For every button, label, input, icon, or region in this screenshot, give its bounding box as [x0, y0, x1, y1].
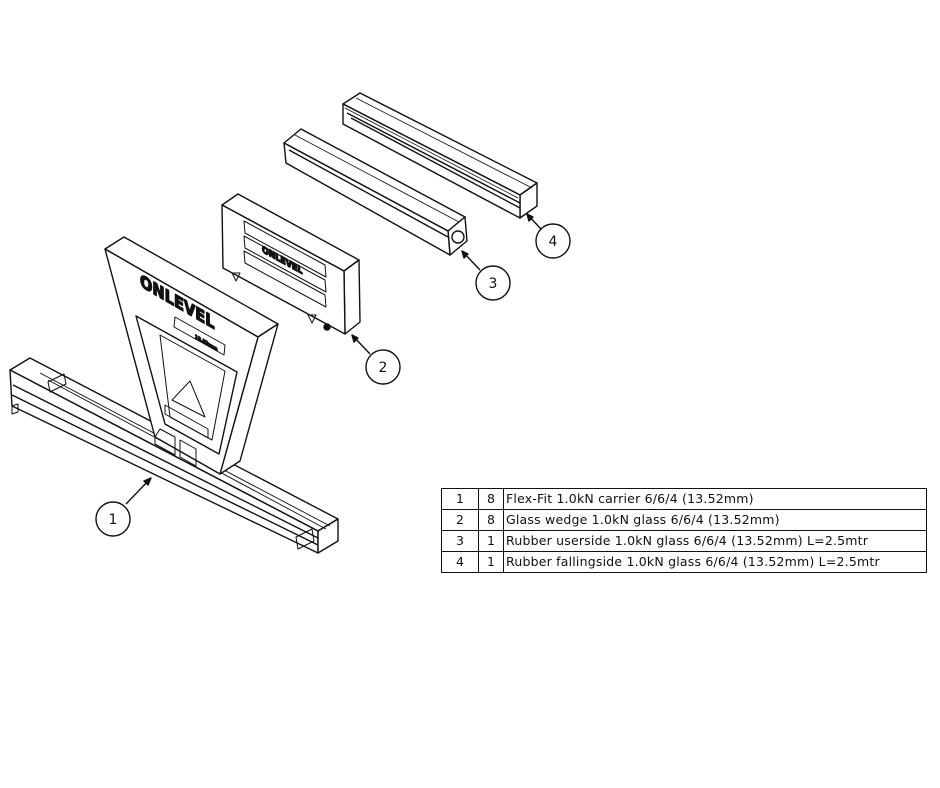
part-3-rubber-userside — [283, 128, 468, 256]
bom-description: Rubber fallingside 1.0kN glass 6/6/4 (13… — [503, 551, 927, 573]
callout-1: 1 — [95, 477, 152, 537]
bom-item-number: 2 — [441, 509, 479, 531]
table-row: 4 1 Rubber fallingside 1.0kN glass 6/6/4… — [441, 551, 927, 573]
part-2-glass-wedge: ONLEVEL — [221, 193, 361, 335]
callout-4-label: 4 — [549, 234, 558, 250]
bom-item-number: 4 — [441, 551, 479, 573]
bom-item-number: 1 — [441, 488, 479, 510]
bom-quantity: 1 — [478, 551, 504, 573]
bom-quantity: 8 — [478, 488, 504, 510]
bom-quantity: 1 — [478, 530, 504, 552]
bom-quantity: 8 — [478, 509, 504, 531]
bom-description: Glass wedge 1.0kN glass 6/6/4 (13.52mm) — [503, 509, 927, 531]
callout-1-label: 1 — [109, 512, 118, 528]
callout-2: 2 — [351, 334, 401, 385]
callout-3: 3 — [461, 250, 511, 301]
table-row: 1 8 Flex-Fit 1.0kN carrier 6/6/4 (13.52m… — [441, 488, 927, 510]
part-4-rubber-fallingside — [342, 92, 538, 219]
callout-3-label: 3 — [489, 276, 498, 292]
callout-4: 4 — [526, 213, 571, 259]
bom-item-number: 3 — [441, 530, 479, 552]
bom-description: Flex-Fit 1.0kN carrier 6/6/4 (13.52mm) — [503, 488, 927, 510]
callout-2-label: 2 — [379, 360, 388, 376]
table-row: 3 1 Rubber userside 1.0kN glass 6/6/4 (1… — [441, 530, 927, 552]
bom-description: Rubber userside 1.0kN glass 6/6/4 (13.52… — [503, 530, 927, 552]
bill-of-materials-table: 1 8 Flex-Fit 1.0kN carrier 6/6/4 (13.52m… — [441, 488, 927, 573]
table-row: 2 8 Glass wedge 1.0kN glass 6/6/4 (13.52… — [441, 509, 927, 531]
part-1-carrier: ONLEVEL 13.52mm — [9, 236, 339, 554]
